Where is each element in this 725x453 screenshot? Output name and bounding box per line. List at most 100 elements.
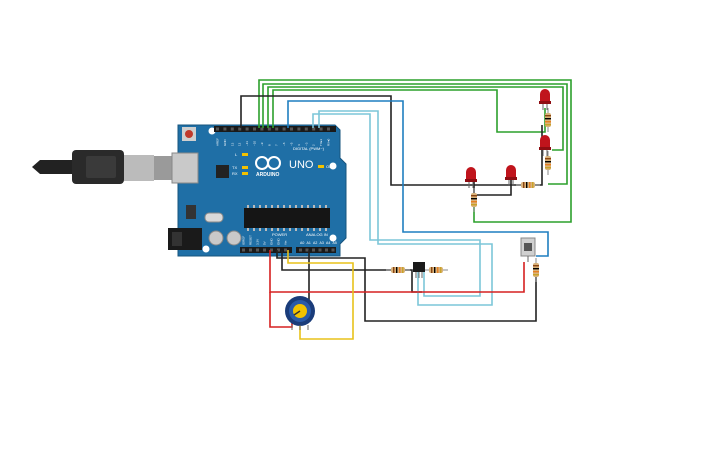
digital-pin-label: ~3 [304, 142, 308, 146]
analog-pin[interactable] [325, 248, 328, 252]
power-pin[interactable] [277, 248, 280, 252]
resistor-7[interactable] [424, 267, 448, 273]
digital-pin-label: 8 [267, 144, 271, 146]
brand-label: ARDUINO [256, 172, 279, 178]
digital-pin[interactable] [223, 127, 227, 131]
wires [240, 79, 572, 340]
digital-pin-label: ~10 [253, 141, 257, 146]
digital-pin[interactable] [304, 127, 308, 131]
power-pin[interactable] [284, 248, 287, 252]
usb-cable[interactable] [32, 150, 176, 184]
digital-pin-label: AREF [216, 138, 220, 146]
power-pin-label: GND [277, 238, 281, 246]
wire-yellow[interactable] [287, 250, 354, 340]
wire-red[interactable] [269, 250, 525, 293]
led-2[interactable] [539, 135, 551, 156]
power-pin[interactable] [256, 248, 259, 252]
digital-pin[interactable] [230, 127, 234, 131]
power-pin[interactable] [270, 248, 273, 252]
wire-red[interactable] [269, 292, 293, 328]
digital-pin[interactable] [238, 127, 242, 131]
digital-pin-label: TX▸1 [319, 139, 323, 146]
resistor-4[interactable] [516, 182, 540, 188]
power-pin-label: 3.3V [256, 239, 260, 245]
digital-pin[interactable] [327, 127, 330, 131]
resistor-3[interactable] [471, 188, 477, 212]
analog-pin-label: A4 [326, 241, 330, 245]
wire-black[interactable] [276, 250, 537, 322]
digital-pin[interactable] [260, 127, 264, 131]
analog-pin-label: A2 [313, 241, 317, 245]
analog-header-label: ANALOG IN [306, 232, 328, 237]
usb-port [171, 152, 199, 184]
analog-pin[interactable] [305, 248, 309, 252]
digital-pin-label: GND [223, 139, 227, 147]
digital-pin[interactable] [282, 127, 286, 131]
led-3[interactable] [465, 167, 477, 188]
digital-pin[interactable] [275, 127, 279, 131]
digital-pin-label: 4 [297, 144, 301, 146]
analog-pin[interactable] [299, 248, 302, 252]
mount-hole [202, 245, 210, 253]
model-label: UNO [289, 159, 314, 171]
analog-pin[interactable] [312, 248, 315, 252]
digital-pin[interactable] [319, 127, 323, 131]
digital-pin[interactable] [216, 127, 219, 131]
digital-header-label: DIGITAL (PWM~) [293, 146, 325, 151]
wire-black[interactable] [240, 95, 543, 186]
atmega-chip [244, 208, 330, 228]
analog-pin-label: A0 [300, 241, 304, 245]
analog-pin[interactable] [318, 248, 322, 252]
wire-green[interactable] [262, 83, 568, 185]
power-pin-label: RESET [249, 235, 253, 245]
analog-pin-label: A5 [333, 241, 337, 245]
mount-hole [208, 127, 216, 135]
mount-hole [329, 162, 337, 170]
digital-pin[interactable] [267, 127, 271, 131]
resistor-6[interactable] [386, 267, 410, 273]
digital-pin-label: 7 [275, 144, 279, 146]
wire-black[interactable] [473, 180, 512, 196]
mount-hole [329, 234, 337, 242]
capacitor [208, 230, 224, 246]
arduino-board[interactable]: L TX RX ON UNO ARDUINO DIGITAL (PWM~) PO… [168, 124, 347, 257]
digital-pin[interactable] [253, 127, 256, 131]
power-pin[interactable] [263, 248, 266, 252]
digital-pin-label: RX◂0 [327, 138, 331, 146]
resistor-5[interactable] [533, 258, 539, 282]
led-tx-indicator [242, 166, 248, 169]
potentiometer[interactable] [285, 296, 315, 330]
led-4[interactable] [505, 165, 517, 186]
wire-blue[interactable] [287, 100, 549, 257]
analog-pin[interactable] [331, 248, 335, 252]
transistor[interactable] [413, 262, 425, 278]
led-rx-indicator [242, 172, 248, 175]
analog-pin-label: A1 [307, 241, 311, 245]
power-header-label: POWER [272, 232, 287, 237]
power-pin-label: 5V [263, 241, 267, 245]
reset-button-cap[interactable] [185, 130, 193, 138]
wire-cyan[interactable] [318, 110, 493, 306]
digital-pin-label: ~9 [260, 142, 264, 146]
digital-pin[interactable] [312, 127, 316, 131]
analog-pin-label: A3 [320, 241, 324, 245]
l-label: L [235, 152, 238, 157]
wire-cyan[interactable] [312, 113, 481, 297]
digital-pin[interactable] [245, 127, 249, 131]
pushbutton[interactable] [520, 237, 536, 262]
resistor-1[interactable] [545, 108, 551, 132]
led-l-indicator [242, 153, 248, 156]
wire-green[interactable] [258, 79, 572, 223]
resistor-2[interactable] [545, 151, 551, 175]
digital-pin-label: ~6 [282, 142, 286, 146]
digital-pin[interactable] [290, 127, 293, 131]
digital-pin[interactable] [297, 127, 301, 131]
power-pin[interactable] [242, 248, 245, 252]
tx-label: TX [232, 165, 237, 170]
atmega-pins [247, 205, 327, 231]
power-pin[interactable] [249, 248, 252, 252]
led-1[interactable] [539, 89, 551, 110]
crystal [204, 212, 224, 223]
wire-green[interactable] [267, 86, 564, 151]
